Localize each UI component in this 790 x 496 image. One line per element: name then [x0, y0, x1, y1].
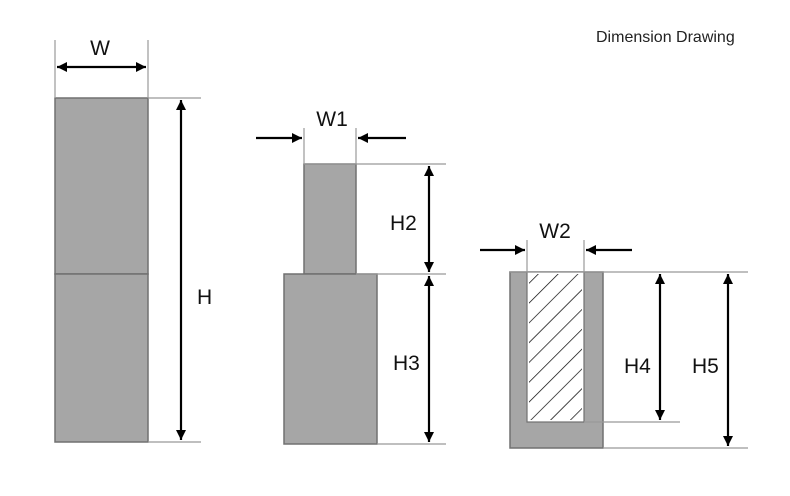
h4-label: H4	[624, 355, 651, 378]
h-label: H	[197, 286, 212, 309]
shape-tall-block: W H	[54, 37, 212, 443]
w2-label: W2	[539, 220, 571, 243]
shape-stepped-block: W1 H2 H3	[256, 108, 446, 445]
w1-label: W1	[316, 108, 348, 131]
shape-cup-block: W2 H4 H5	[480, 220, 748, 449]
tall-block-upper	[54, 97, 149, 275]
tall-block-lower	[54, 273, 149, 443]
stepped-block-top	[303, 163, 357, 275]
h2-label: H2	[390, 212, 417, 235]
w-label: W	[90, 37, 110, 60]
drawing-title: Dimension Drawing	[596, 29, 735, 46]
cup-hatched-fill	[529, 274, 582, 420]
h5-label: H5	[692, 355, 719, 378]
h3-label: H3	[393, 352, 420, 375]
stepped-block-base	[283, 273, 378, 445]
